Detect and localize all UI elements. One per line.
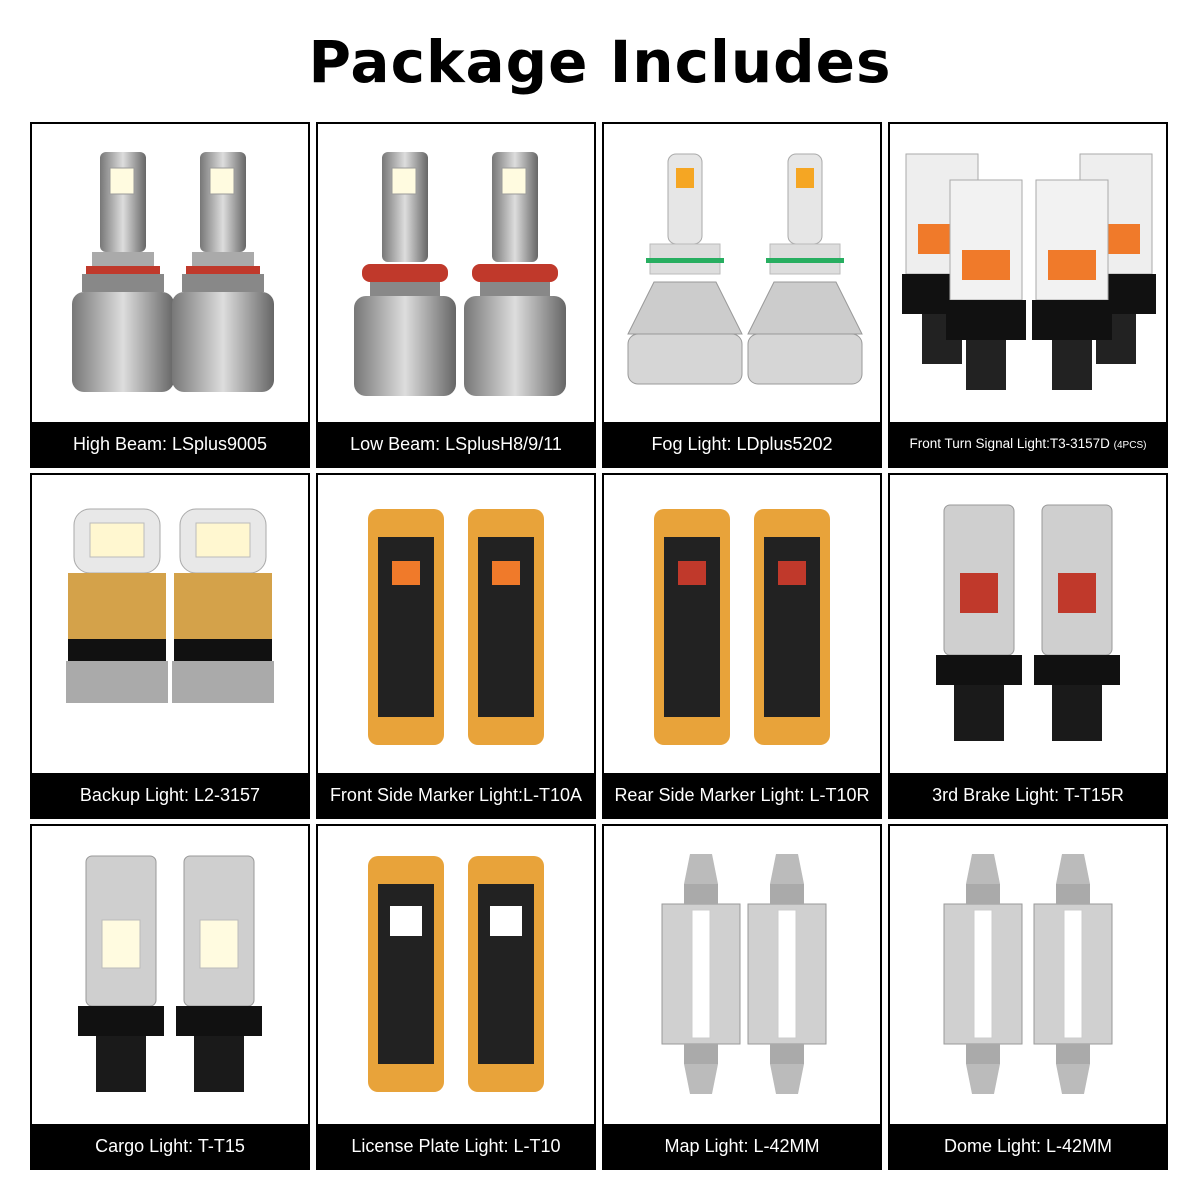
caption-backup-light: Backup Light: L2-3157 [32,773,308,817]
product-card-cargo-light: Cargo Light: T-T15 [30,824,310,1170]
product-card-map-light: Map Light: L-42MM [602,824,882,1170]
product-card-backup-light: Backup Light: L2-3157 [30,473,310,819]
product-card-high-beam: High Beam: LSplus9005 [30,122,310,468]
page-title: Package Includes [308,28,892,96]
product-card-low-beam: Low Beam: LSplusH8/9/11 [316,122,596,468]
caption-cargo-light: Cargo Light: T-T15 [32,1124,308,1168]
front-turn-signal-bulb-image [890,124,1166,422]
rear-side-marker-bulb-image [604,475,880,773]
third-brake-bulb-image [890,475,1166,773]
caption-front-turn-signal-label: Front Turn Signal Light:T3-3157D [909,436,1110,451]
product-card-third-brake: 3rd Brake Light: T-T15R [888,473,1168,819]
caption-low-beam: Low Beam: LSplusH8/9/11 [318,422,594,466]
caption-fog-light: Fog Light: LDplus5202 [604,422,880,466]
fog-light-bulb-image [604,124,880,422]
product-card-front-side-marker: Front Side Marker Light:L-T10A [316,473,596,819]
caption-front-turn-signal-qty: (4PCS) [1113,440,1147,451]
product-card-fog-light: Fog Light: LDplus5202 [602,122,882,468]
dome-light-bulb-image [890,826,1166,1124]
caption-license-plate: License Plate Light: L-T10 [318,1124,594,1168]
backup-light-bulb-image [32,475,308,773]
caption-third-brake: 3rd Brake Light: T-T15R [890,773,1166,817]
caption-front-turn-signal: Front Turn Signal Light:T3-3157D (4PCS) [890,422,1166,466]
caption-high-beam: High Beam: LSplus9005 [32,422,308,466]
product-card-license-plate: License Plate Light: L-T10 [316,824,596,1170]
front-side-marker-bulb-image [318,475,594,773]
product-card-front-turn-signal: Front Turn Signal Light:T3-3157D (4PCS) [888,122,1168,468]
cargo-light-bulb-image [32,826,308,1124]
high-beam-bulb-image [32,124,308,422]
product-card-rear-side-marker: Rear Side Marker Light: L-T10R [602,473,882,819]
low-beam-bulb-image [318,124,594,422]
license-plate-bulb-image [318,826,594,1124]
caption-rear-side-marker: Rear Side Marker Light: L-T10R [604,773,880,817]
map-light-bulb-image [604,826,880,1124]
product-card-dome-light: Dome Light: L-42MM [888,824,1168,1170]
caption-map-light: Map Light: L-42MM [604,1124,880,1168]
caption-front-side-marker: Front Side Marker Light:L-T10A [318,773,594,817]
caption-dome-light: Dome Light: L-42MM [890,1124,1166,1168]
